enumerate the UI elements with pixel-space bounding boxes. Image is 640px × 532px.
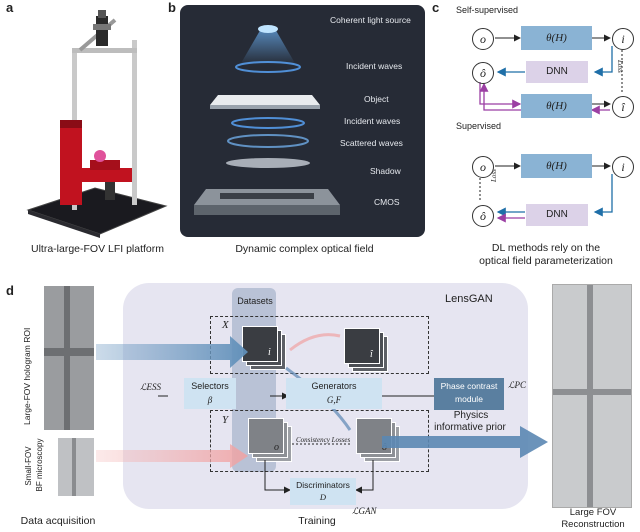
loss-pc-label: ℒPC — [508, 380, 526, 390]
lfi-platform-illustration — [26, 10, 168, 238]
datasets-title: Datasets — [237, 296, 273, 306]
theta-box-self-bottom: θ(H) — [521, 94, 592, 118]
physics-prior-line2: informative prior — [434, 422, 506, 433]
selectors-label: Selectors — [191, 381, 229, 391]
generators-symbol: G,F — [326, 395, 342, 405]
node-i-sup: i — [612, 156, 634, 178]
loss-label-self: Loss — [616, 60, 624, 73]
selectors-symbol: β — [207, 395, 213, 405]
layer-label-light-source: Coherent light source — [330, 15, 411, 25]
caption-training: Training — [298, 515, 336, 527]
label-o: o — [274, 442, 279, 453]
lensgan-title: LensGAN — [445, 293, 493, 305]
panel-a-label: a — [6, 0, 14, 15]
optical-field-illustration — [194, 25, 340, 215]
image-i-hat — [344, 328, 380, 364]
caption-reconstruction-1: Large FOV — [569, 507, 617, 518]
phase-contrast-line1: Phase contrast — [440, 381, 498, 391]
image-i — [242, 326, 278, 362]
consistency-losses-label: Consistency Losses — [296, 436, 351, 444]
self-supervised-title: Self-supervised — [456, 5, 519, 15]
node-o-sup: o — [472, 156, 494, 178]
phase-contrast-line2: module — [455, 394, 483, 404]
hologram-roi-image — [44, 286, 94, 430]
panel-b-caption: Dynamic complex optical field — [235, 243, 374, 255]
bf-microscopy-image — [58, 438, 94, 496]
node-o-hat-self: ô — [472, 62, 494, 84]
discriminators-symbol: D — [319, 492, 327, 502]
panel-c-caption-1: DL methods rely on the — [491, 242, 601, 254]
generators-label: Generators — [311, 381, 357, 391]
dnn-box-self: DNN — [526, 61, 588, 83]
dnn-box-sup: DNN — [526, 204, 588, 226]
loss-gan-label: ℒGAN — [352, 506, 377, 516]
node-o-hat-sup: ô — [472, 205, 494, 227]
panel-b-label: b — [168, 0, 176, 15]
layer-label-scattered-waves: Scattered waves — [340, 138, 403, 148]
loss-label-sup: Loss — [490, 169, 498, 182]
hologram-label: Large-FOV hologram ROI — [22, 327, 32, 425]
label-i-hat: î — [370, 349, 373, 360]
layer-label-incident-waves-2: Incident waves — [344, 116, 401, 126]
panel-c-caption-2: optical field parameterization — [479, 255, 613, 267]
theta-box-self-top: θ(H) — [521, 26, 592, 50]
layer-label-cmos: CMOS — [374, 197, 400, 207]
panel-d-connectors — [96, 333, 548, 494]
theta-box-sup: θ(H) — [521, 154, 592, 178]
node-i-hat-self: î — [612, 96, 634, 118]
layer-label-object: Object — [364, 94, 389, 104]
large-fov-reconstruction-image — [552, 284, 632, 508]
node-o-self: o — [472, 28, 494, 50]
phase-contrast-module: Phase contrast module — [434, 378, 504, 410]
node-i-self: i — [612, 28, 634, 50]
hologram-label-wrap: Large-FOV hologram ROI — [22, 290, 38, 430]
physics-prior-line1: Physics — [453, 410, 489, 421]
layer-label-shadow: Shadow — [370, 166, 401, 176]
domain-x-label: X — [222, 319, 229, 331]
layer-label-incident-waves: Incident waves — [346, 61, 403, 71]
caption-reconstruction-2: Reconstruction — [561, 519, 625, 530]
discriminators-box: Discriminators D — [290, 478, 356, 505]
panel-a-caption: Ultra-large-FOV LFI platform — [30, 243, 165, 255]
bf-label-line2: BF microscopy — [35, 438, 44, 492]
optical-field-panel: Coherent light source Incident waves Obj… — [180, 5, 425, 237]
loss-ess-label: ℒESS — [140, 382, 161, 392]
bf-label-line1: Small-FOV — [24, 446, 33, 486]
supervised-title: Supervised — [456, 121, 502, 131]
generators-box: Generators G,F — [286, 378, 382, 409]
panel-d-label: d — [6, 283, 14, 298]
panel-c-label: c — [432, 0, 440, 15]
selectors-box: Selectors β — [184, 378, 236, 409]
domain-y-label: Y — [222, 414, 229, 426]
bf-label-wrap: Small-FOV BF microscopy — [24, 436, 54, 500]
dl-methods-diagram — [479, 34, 623, 223]
discriminators-label: Discriminators — [296, 480, 350, 490]
image-o — [248, 418, 284, 454]
label-i: i — [268, 347, 271, 358]
caption-data-acquisition: Data acquisition — [20, 515, 96, 527]
